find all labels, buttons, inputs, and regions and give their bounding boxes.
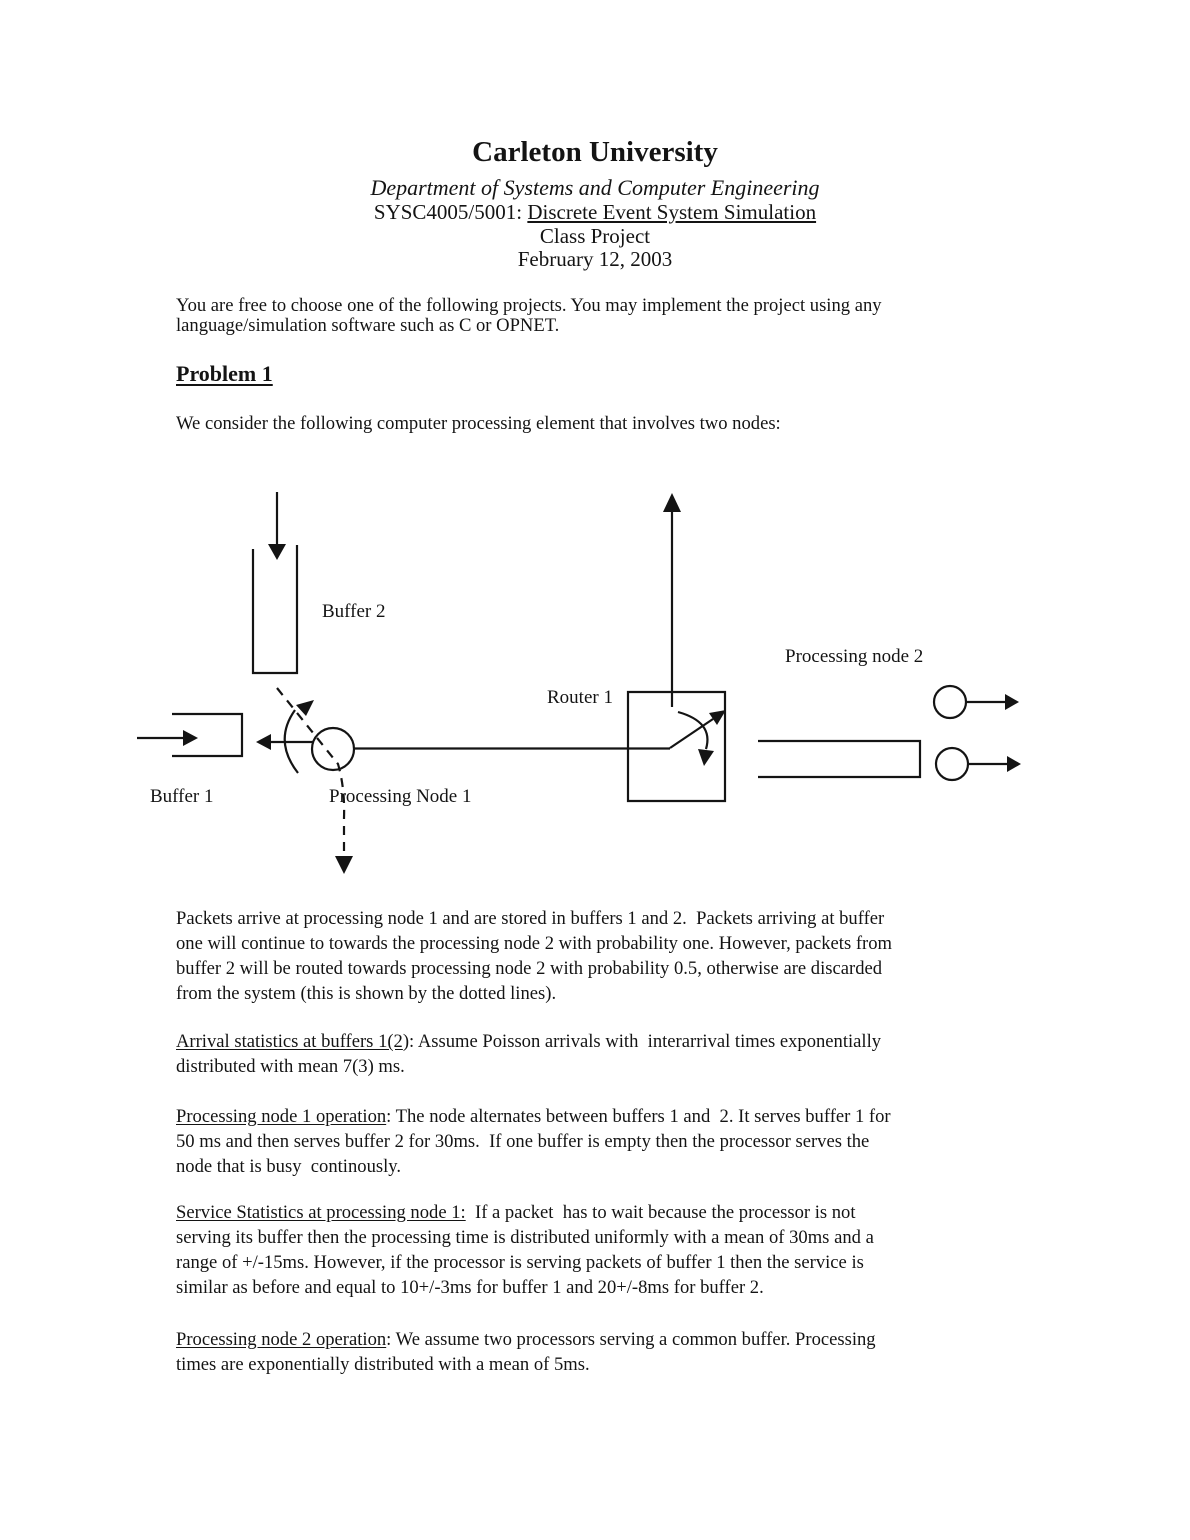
processing-node1-label: Processing Node 1 <box>329 786 472 807</box>
problem1-heading: Problem 1 <box>176 361 273 386</box>
underlined-lead: Processing node 1 operation <box>176 1106 387 1127</box>
text-line: similar as before and equal to 10+/-3ms … <box>176 1277 764 1298</box>
text-line: You are free to choose one of the follow… <box>176 295 882 316</box>
date-line: February 12, 2003 <box>517 247 673 271</box>
processing-node2-label: Processing node 2 <box>785 646 924 667</box>
class-project-line: Class Project <box>539 224 651 248</box>
buffer2-label: Buffer 2 <box>322 601 386 622</box>
text-line: times are exponentially distributed with… <box>176 1354 590 1375</box>
text-line: Service Statistics at processing node 1:… <box>176 1200 1056 1225</box>
buffer2-inflow-arrow <box>268 492 286 560</box>
text-line: node that is busy continously. <box>176 1156 402 1177</box>
node1-return-arrow <box>256 734 313 750</box>
text-line: buffer 2 will be routed towards processi… <box>176 958 883 979</box>
text-line: We consider the following computer proce… <box>176 413 781 434</box>
processing-node1-circle <box>312 728 354 770</box>
line-text: : The node alternates between buffers 1 … <box>386 1106 891 1127</box>
text-line: Packets arrive at processing node 1 and … <box>176 908 885 929</box>
text-line: serving its buffer then the processing t… <box>176 1227 874 1248</box>
intro-paragraph: You are free to choose one of the follow… <box>176 296 1056 336</box>
course-name: Discrete Event System Simulation <box>527 200 817 224</box>
line-text: distributed with mean 7(3) ms. <box>176 1056 405 1077</box>
course-line: SYSC4005/5001: Discrete Event System Sim… <box>0 200 1190 225</box>
node2-buffer-shape <box>758 741 920 777</box>
text-line: language/simulation software such as C o… <box>176 315 560 336</box>
arrival-paragraph: Arrival statistics at buffers 1(2): Assu… <box>176 1029 1056 1079</box>
node2-server2-out-arrow <box>968 756 1021 772</box>
node2-operation-paragraph: Processing node 2 operation: We assume t… <box>176 1327 1056 1377</box>
text-line: distributed with mean 7(3) ms. <box>176 1054 1056 1079</box>
problem1-lead: We consider the following computer proce… <box>176 411 1056 436</box>
text-line: one will continue to towards the process… <box>176 933 892 954</box>
node2-server2-circle <box>936 748 968 780</box>
line-text: ): Assume Poisson arrivals with interarr… <box>402 1031 882 1052</box>
node2-server1-out-arrow <box>966 694 1019 710</box>
router1-box <box>628 692 725 801</box>
course-code: SYSC4005/5001: <box>373 200 528 224</box>
buffer1-shape <box>172 714 242 756</box>
department-line: Department of Systems and Computer Engin… <box>370 175 820 200</box>
node2-server1-circle <box>934 686 966 718</box>
node1-switch-arc <box>285 700 314 773</box>
node1-operation-paragraph: Processing node 1 operation: The node al… <box>176 1104 1056 1179</box>
underlined-lead: Arrival statistics at buffers 1(2 <box>176 1031 403 1052</box>
underlined-lead: Service Statistics at processing node 1: <box>176 1202 466 1223</box>
router1-switch-lever <box>670 710 726 748</box>
router1-up-arrow <box>663 493 681 707</box>
buffer1-inflow-arrow <box>137 730 198 746</box>
text-line: Processing node 2 operation: We assume t… <box>176 1327 1056 1352</box>
line-text: : We assume two processors serving a com… <box>386 1329 876 1350</box>
router1-label: Router 1 <box>547 687 613 708</box>
text-line: Arrival statistics at buffers 1(2): Assu… <box>176 1029 1056 1054</box>
discard-dashed-arrow <box>277 688 353 874</box>
document-title: Carleton University <box>472 136 718 168</box>
router1-switch-arc <box>678 712 714 766</box>
text-line: Processing node 1 operation: The node al… <box>176 1104 1056 1129</box>
text-line: 50 ms and then serves buffer 2 for 30ms.… <box>176 1131 870 1152</box>
buffer1-label: Buffer 1 <box>150 786 214 807</box>
text-line: from the system (this is shown by the do… <box>176 983 557 1004</box>
packets-paragraph: Packets arrive at processing node 1 and … <box>176 906 1056 1006</box>
line-text: If a packet has to wait because the proc… <box>465 1202 856 1223</box>
underlined-lead: Processing node 2 operation <box>176 1329 387 1350</box>
service-paragraph: Service Statistics at processing node 1:… <box>176 1200 1056 1300</box>
text-line: range of +/-15ms. However, if the proces… <box>176 1252 864 1273</box>
buffer2-shape <box>253 545 297 673</box>
